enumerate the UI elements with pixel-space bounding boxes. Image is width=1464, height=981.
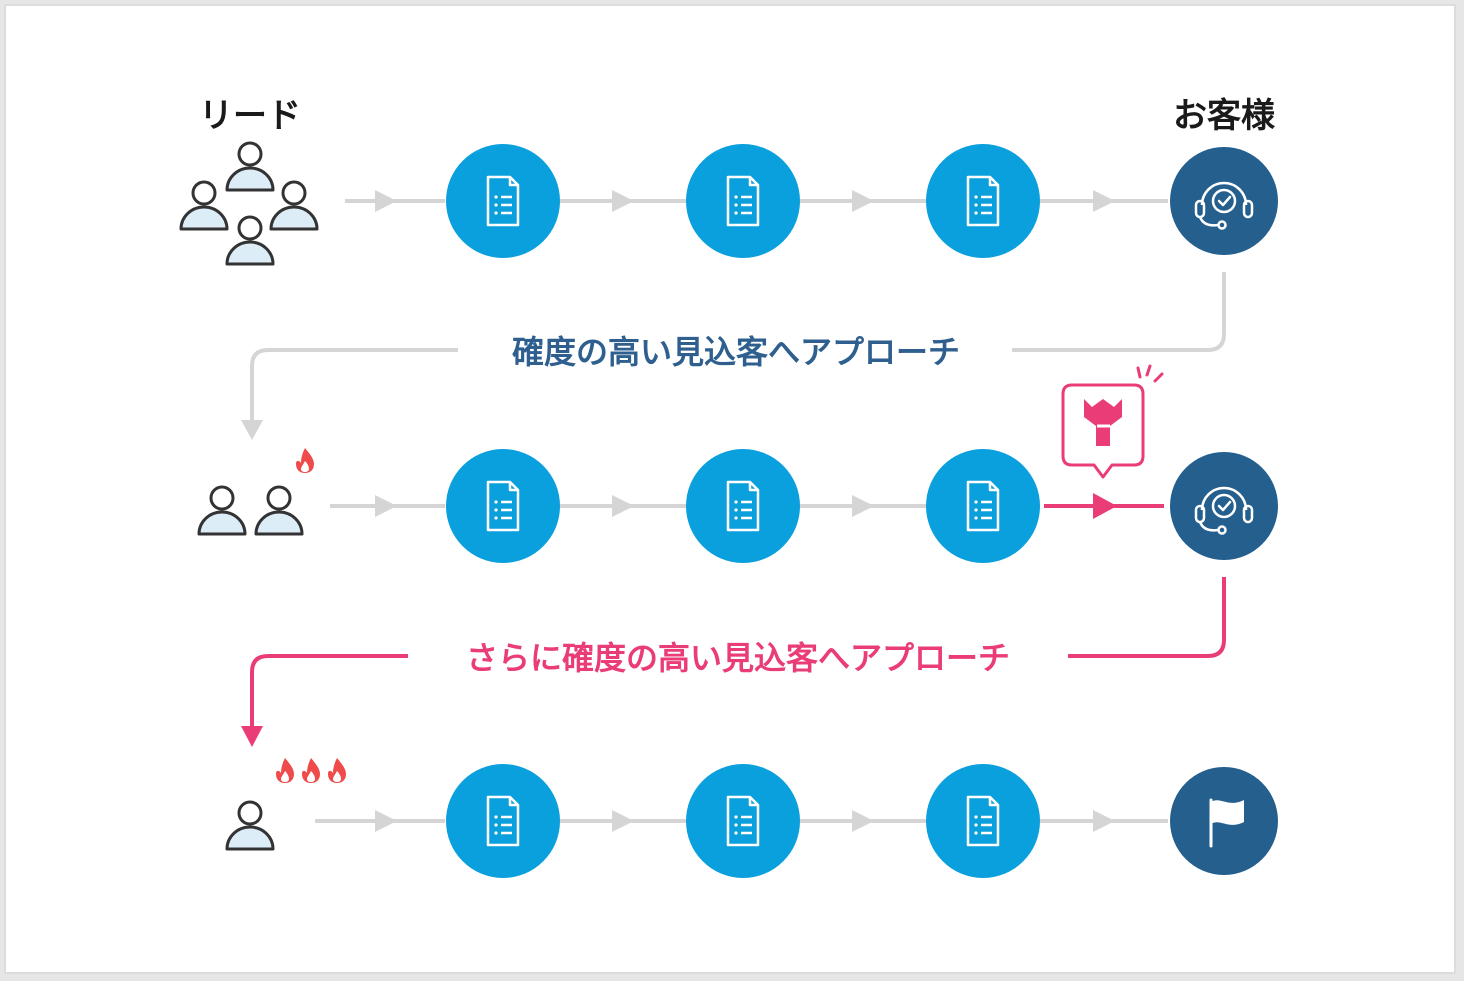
step-document-1 <box>446 449 560 563</box>
flame-icons <box>276 758 346 783</box>
further-approach-caption: さらに確度の高い見込客へアプローチ <box>455 633 1021 679</box>
approach-caption: 確度の高い見込客へアプローチ <box>501 327 971 373</box>
step-document-1 <box>446 144 560 258</box>
highlighted-arrow <box>1044 493 1164 519</box>
goal-customer-circle <box>1170 452 1278 560</box>
connector-arrows-row-3 <box>315 810 1168 832</box>
row-2 <box>197 364 1278 563</box>
goal-flag-circle <box>1170 767 1278 875</box>
leads-group-icon <box>179 141 319 266</box>
step-document-2 <box>686 449 800 563</box>
connector-arrows-row-2 <box>330 495 926 517</box>
connector-arrows-row-1 <box>345 190 1168 212</box>
flag-icon <box>1209 798 1244 848</box>
step-document-3 <box>926 764 1040 878</box>
step-document-3 <box>926 449 1040 563</box>
step-document-1 <box>446 764 560 878</box>
step-document-2 <box>686 144 800 258</box>
step-document-2 <box>686 764 800 878</box>
single-prospect-icon <box>225 800 275 851</box>
customer-label: お客様 <box>1173 96 1275 136</box>
row-3 <box>225 758 1278 878</box>
goal-customer-circle <box>1170 147 1278 255</box>
return-connector-pink <box>241 577 1226 747</box>
return-connector-gray <box>241 272 1226 440</box>
leads-label: リード <box>199 96 301 136</box>
step-document-3 <box>926 144 1040 258</box>
flame-icon <box>296 448 314 473</box>
tool-logo-bubble-icon <box>1061 364 1164 479</box>
row-1 <box>179 141 1278 266</box>
prospects-pair-icon <box>197 485 304 536</box>
